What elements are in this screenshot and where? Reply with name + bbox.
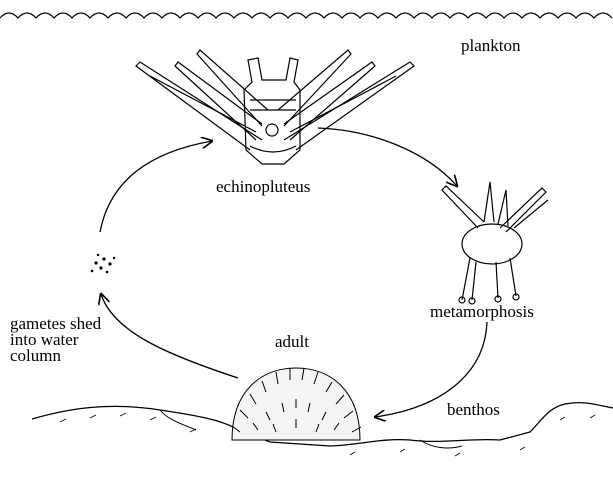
plankton-label: plankton <box>461 37 521 54</box>
arrow-to-gametes <box>101 294 238 378</box>
arrow-to-echinopluteus <box>100 141 212 232</box>
echinopluteus-illustration <box>136 50 414 164</box>
gametes-dots <box>91 254 116 274</box>
gametes-label-line-3: column <box>10 348 101 364</box>
arrow-to-metamorphosis <box>318 128 457 186</box>
benthos-label: benthos <box>447 401 500 418</box>
gametes-label: gametes shed into water column <box>10 316 101 364</box>
water-surface <box>0 13 612 18</box>
metamorphosis-label: metamorphosis <box>430 303 534 320</box>
echinopluteus-label: echinopluteus <box>216 178 310 195</box>
metamorphosis-illustration <box>442 182 548 304</box>
adult-label: adult <box>275 333 309 350</box>
adult-urchin-illustration <box>232 368 361 440</box>
